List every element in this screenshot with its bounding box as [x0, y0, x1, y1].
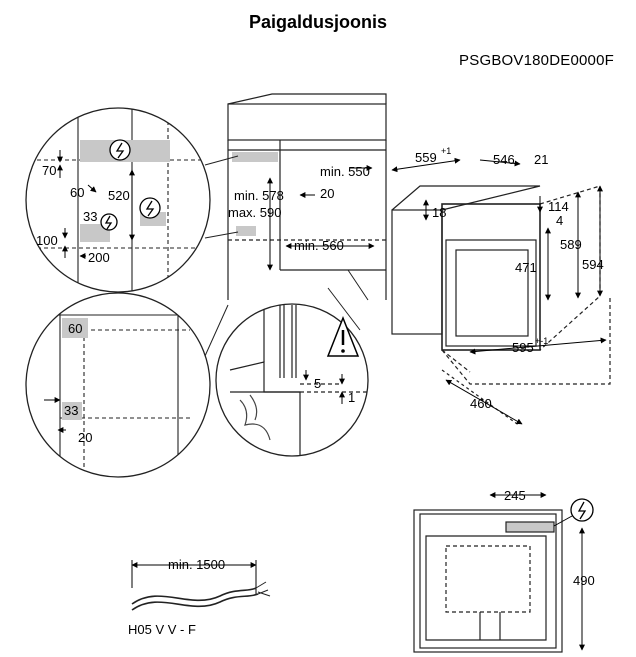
detail-bottom-center: 5 1 — [215, 303, 369, 457]
cabinet-dimensions: min. 550 20 min. 578 max. 590 min. 560 — [228, 164, 375, 271]
dim-595-tol: +-1 — [535, 336, 548, 346]
dim-460: 460 — [470, 396, 492, 411]
dim-245: 245 — [504, 488, 526, 503]
dim-max-590: max. 590 — [228, 205, 281, 220]
cabinet-drawing — [227, 93, 387, 300]
back-view-drawing — [413, 509, 563, 653]
detail-mid-left: 60 33 20 — [25, 292, 211, 478]
dim-min-560: min. 560 — [294, 238, 344, 253]
dim-20-b: 20 — [78, 430, 92, 445]
dim-559: 559 — [415, 150, 437, 165]
dim-594: 594 — [582, 257, 604, 272]
dim-18: 18 — [432, 205, 446, 220]
dim-min-1500: min. 1500 — [168, 557, 225, 572]
dim-100: 100 — [36, 233, 58, 248]
dim-490: 490 — [573, 573, 595, 588]
dim-33: 33 — [83, 209, 97, 224]
oven-dimensions: 559 +1 546 21 114 4 18 589 594 471 595 +… — [391, 146, 607, 425]
dim-33-b: 33 — [64, 403, 78, 418]
dim-min-578: min. 578 — [234, 188, 284, 203]
dim-60-b: 60 — [68, 321, 82, 336]
back-view-dimensions: 245 490 — [489, 488, 595, 651]
dim-471: 471 — [515, 260, 537, 275]
dim-546: 546 — [493, 152, 515, 167]
model-code: PSGBOV180DE0000F — [459, 52, 614, 69]
dim-4: 4 — [556, 213, 563, 228]
dim-60: 60 — [70, 185, 84, 200]
dim-1: 1 — [348, 390, 355, 405]
dim-559-tol: +1 — [441, 146, 451, 156]
lightning-icon — [577, 501, 587, 520]
dim-5: 5 — [314, 376, 321, 391]
dim-200: 200 — [88, 250, 110, 265]
dim-589: 589 — [560, 237, 582, 252]
cable-type: H05 V V - F — [128, 622, 196, 637]
dim-20: 20 — [320, 186, 334, 201]
dim-min-550: min. 550 — [320, 164, 370, 179]
page-title: Paigaldusjoonis — [248, 12, 388, 32]
dim-595: 595 — [512, 340, 534, 355]
dim-114: 114 — [548, 199, 569, 214]
dim-70: 70 — [42, 163, 56, 178]
cable-drawing: min. 1500 H05 V V - F — [128, 557, 271, 637]
dim-21: 21 — [534, 152, 548, 167]
dim-520: 520 — [108, 188, 130, 203]
oven-drawing — [391, 185, 611, 427]
lightning-icon — [104, 142, 155, 230]
detail-top-left: 70 60 520 33 100 200 — [25, 107, 211, 293]
